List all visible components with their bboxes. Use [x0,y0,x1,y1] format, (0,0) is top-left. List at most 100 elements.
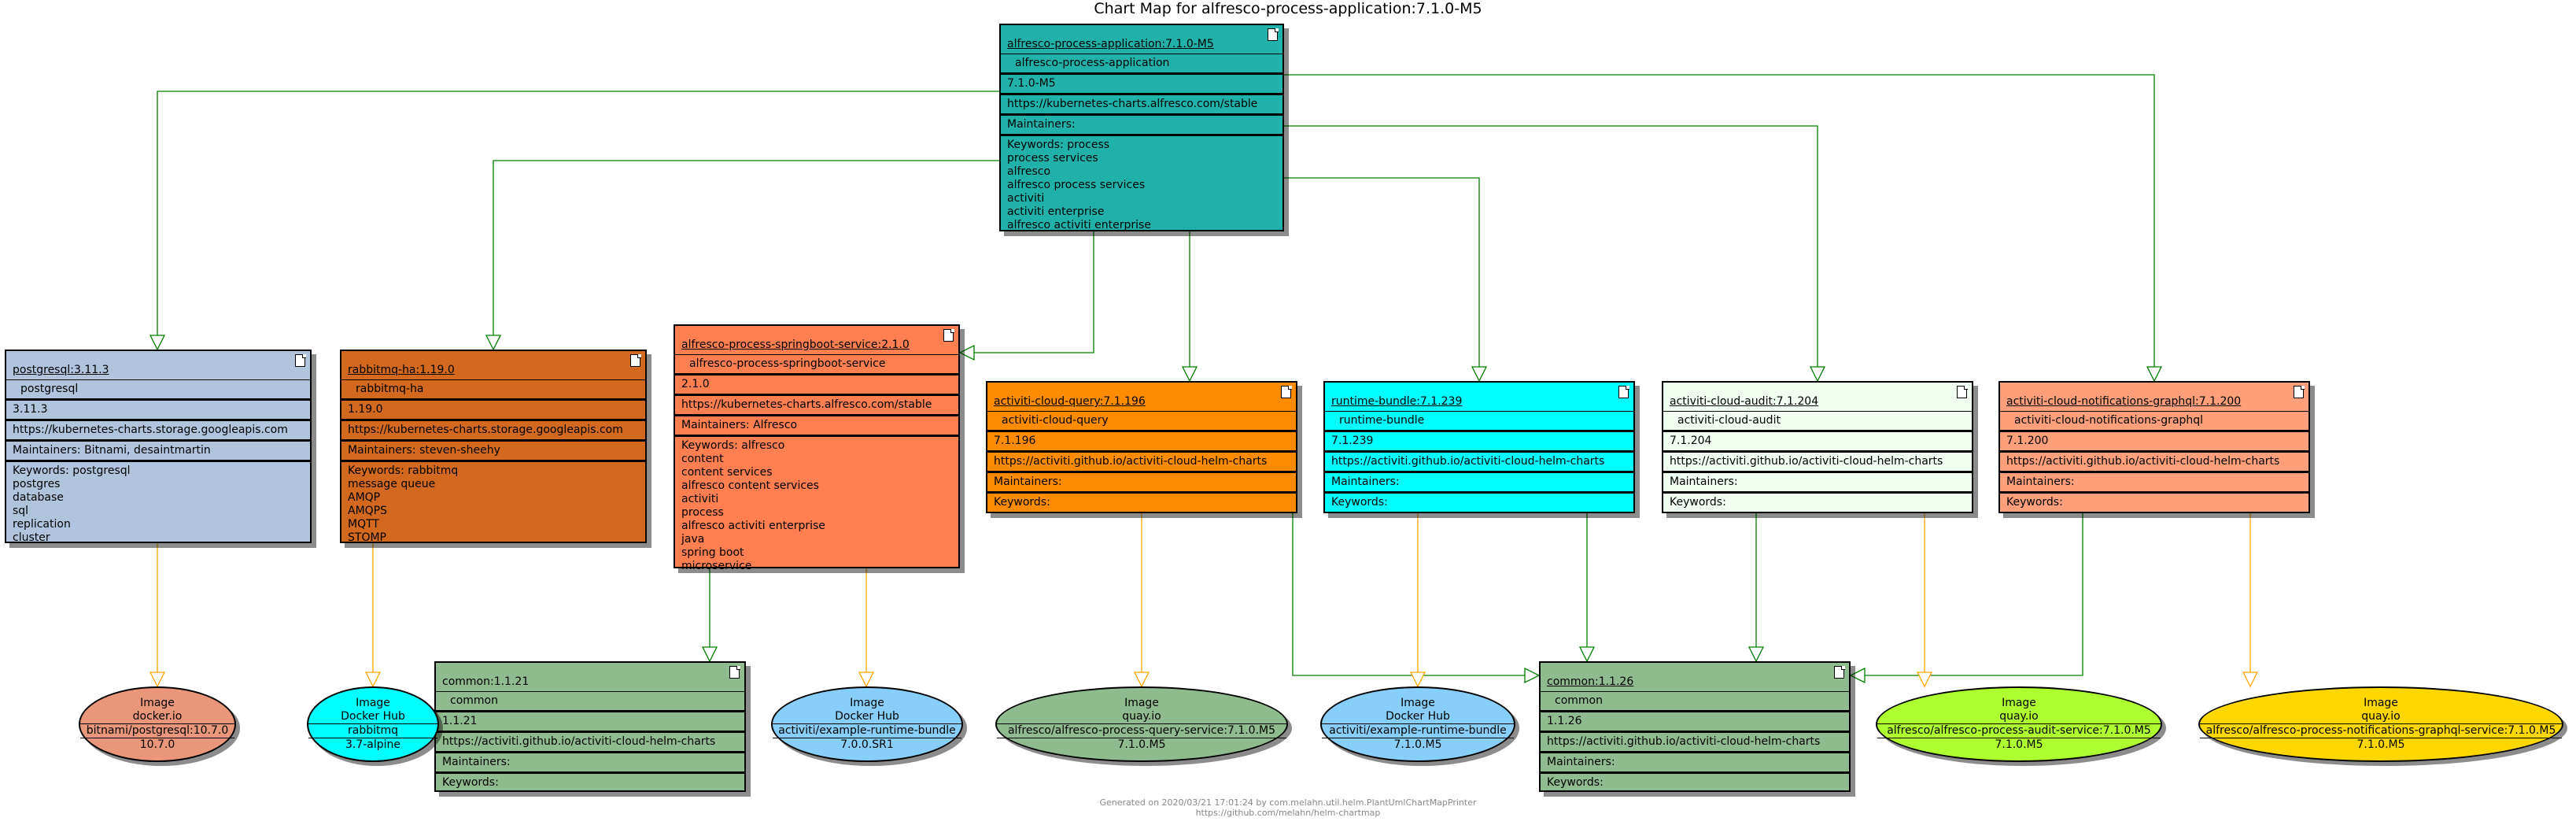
keyword: database [13,491,64,504]
arrowhead [858,671,875,688]
chart-name: runtime-bundle [1325,411,1633,430]
image-name: alfresco/alfresco-process-notifications-… [2200,723,2562,738]
arrowhead [958,344,975,361]
arrowhead [1133,671,1150,688]
image-name: rabbitmq [308,723,437,738]
chart-node-springboot[interactable]: alfresco-process-springboot-service:2.1.… [674,324,960,572]
chart-repo: https://activiti.github.io/activiti-clou… [436,731,744,751]
arrowhead [1181,366,1198,383]
document-icon [295,353,306,367]
chart-node-activiti-cloud-notifications-graphql[interactable]: activiti-cloud-notifications-graphql:7.1… [1998,381,2310,513]
dep-arrow-root-notifications [1284,74,2155,381]
image-node-postgresql[interactable]: Image docker.io bitnami/postgresql:10.7.… [79,686,236,762]
document-icon [1834,665,1845,679]
image-node-rabbitmq[interactable]: Image Docker Hub rabbitmq 3.7-alpine [307,686,439,762]
chart-title: activiti-cloud-audit:7.1.204 [1670,395,1819,408]
chart-node-activiti-cloud-query[interactable]: activiti-cloud-query:7.1.196 activiti-cl… [986,381,1297,513]
arrowhead [2242,671,2259,688]
chart-repo: https://activiti.github.io/activiti-clou… [987,450,1296,471]
image-label: Image [140,697,175,709]
keyword: replication [13,518,71,531]
chart-maintainers: Maintainers: [987,471,1296,491]
dep-arrow-query-common2 [1292,513,1539,676]
chart-node-rabbitmq[interactable]: rabbitmq-ha:1.19.0 rabbitmq-ha 1.19.0 ht… [340,350,647,544]
image-node-audit[interactable]: Image quay.io alfresco/alfresco-process-… [1876,686,2162,762]
image-tag: 7.1.0.M5 [1995,738,2043,751]
chart-version: 1.19.0 [341,398,645,419]
image-label: Image [850,697,884,709]
arrowhead [1849,667,1866,684]
image-registry: Docker Hub [1386,710,1450,723]
keyword: process [681,506,724,519]
image-registry: Docker Hub [341,710,405,723]
document-icon [1268,28,1279,41]
keyword: content services [681,466,773,479]
image-label: Image [2364,697,2398,709]
chart-maintainers: Maintainers: [1325,471,1633,491]
document-icon [1618,385,1629,398]
chart-name: activiti-cloud-query [987,411,1296,430]
chart-node-common-1-1-21[interactable]: common:1.1.21 common 1.1.21 https://acti… [434,661,746,792]
chart-name: rabbitmq-ha [341,379,645,398]
chart-title: rabbitmq-ha:1.19.0 [348,364,455,376]
chart-repo: https://activiti.github.io/activiti-clou… [2000,450,2308,471]
keyword: sql [13,505,29,517]
document-icon [1957,385,1968,398]
footer-link[interactable]: https://github.com/melahn/helm-chartmap [1195,808,1381,818]
keyword: postgres [13,478,61,490]
arrowhead [364,671,382,688]
image-registry: quay.io [1122,710,1161,723]
image-node-notifications[interactable]: Image quay.io alfresco/alfresco-process-… [2198,686,2563,762]
image-tag: 7.0.0.SR1 [840,738,894,751]
chart-node-postgresql[interactable]: postgresql:3.11.3 postgresql 3.11.3 http… [5,350,312,544]
keyword: alfresco activiti enterprise [681,520,825,532]
chart-name: common [1541,691,1849,710]
image-label: Image [2002,697,2036,709]
chart-version: 7.1.196 [987,430,1296,450]
chart-node-root[interactable]: alfresco-process-application:7.1.0-M5 al… [999,24,1284,231]
keyword: alfresco content services [681,479,819,492]
document-icon [943,328,954,342]
chart-title: alfresco-process-application:7.1.0-M5 [1007,38,1214,50]
chart-repo: https://activiti.github.io/activiti-clou… [1663,450,1972,471]
image-node-query[interactable]: Image quay.io alfresco/alfresco-process-… [995,686,1288,762]
chart-name: alfresco-process-application [1001,54,1282,72]
arrowhead [2146,366,2163,383]
dep-arrow-root-postgresql [157,91,999,350]
dep-arrow-root-audit [1284,125,1818,381]
document-icon [1281,385,1292,398]
chart-node-activiti-cloud-audit[interactable]: activiti-cloud-audit:7.1.204 activiti-cl… [1662,381,1973,513]
chart-version: 1.1.26 [1541,710,1849,731]
keyword: spring boot [681,546,744,559]
chart-name: activiti-cloud-audit [1663,411,1972,430]
chart-keywords: Keywords: [1325,491,1633,512]
chart-maintainers: Maintainers: [436,751,744,771]
footer: Generated on 2020/03/21 17:01:24 by com.… [0,797,2576,818]
arrowhead [1578,646,1596,663]
chart-node-runtime-bundle[interactable]: runtime-bundle:7.1.239 runtime-bundle 7.… [1323,381,1635,513]
image-registry: docker.io [132,710,183,723]
image-tag: 7.1.0.M5 [2356,738,2405,751]
chart-node-common-1-1-26[interactable]: common:1.1.26 common 1.1.26 https://acti… [1539,661,1851,792]
chart-maintainers: Maintainers: Alfresco [675,414,958,435]
chart-version: 1.1.21 [436,710,744,731]
chart-name: postgresql [6,379,310,398]
chart-maintainers: Maintainers: [1541,751,1849,771]
keyword: AMQPS [348,505,388,517]
image-registry: Docker Hub [835,710,899,723]
image-name: activiti/example-runtime-bundle [1322,723,1514,738]
chart-title: common:1.1.26 [1547,675,1634,688]
arrowhead [149,335,166,351]
chart-maintainers: Maintainers: [1001,113,1282,134]
arrowhead [1747,646,1765,663]
keyword: Keywords: process [1007,139,1110,151]
image-node-springboot[interactable]: Image Docker Hub activiti/example-runtim… [771,686,963,762]
keyword: MQTT [348,518,379,531]
chart-keywords: Keywords: postgresql postgres database s… [6,460,310,547]
chart-version: 7.1.200 [2000,430,2308,450]
image-node-runtime[interactable]: Image Docker Hub activiti/example-runtim… [1320,686,1515,762]
footer-generated-line: Generated on 2020/03/21 17:01:24 by com.… [1099,797,1477,808]
arrowhead [485,335,502,351]
image-label: Image [1401,697,1435,709]
